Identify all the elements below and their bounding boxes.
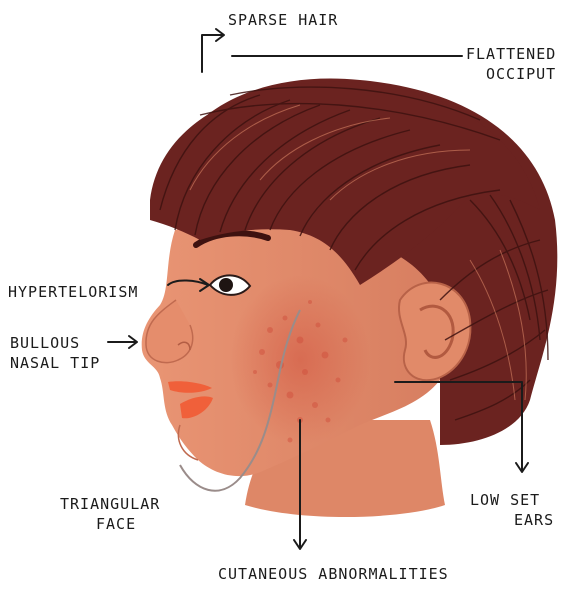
iris <box>219 278 233 292</box>
label-low-set-text: LOW SET <box>470 490 554 510</box>
label-low-set-ears: LOW SET EARS <box>470 490 554 530</box>
label-occiput-text: OCCIPUT <box>466 64 556 84</box>
label-bullous-text: BULLOUS <box>10 333 100 353</box>
label-cutaneous-text: CUTANEOUS ABNORMALITIES <box>218 564 449 584</box>
label-triangular-face: TRIANGULAR FACE <box>60 494 160 534</box>
label-triangular-text: TRIANGULAR <box>60 494 160 514</box>
label-sparse-hair: SPARSE HAIR <box>228 10 338 30</box>
label-cutaneous-abnormalities: CUTANEOUS ABNORMALITIES <box>218 564 449 584</box>
label-bullous-nasal-tip: BULLOUS NASAL TIP <box>10 333 100 373</box>
sparse-hair-pointer <box>202 35 222 72</box>
label-sparse-hair-text: SPARSE HAIR <box>228 10 338 30</box>
label-face-text: FACE <box>60 514 160 534</box>
label-hypertelorism: HYPERTELORISM <box>8 282 138 302</box>
label-nasal-tip-text: NASAL TIP <box>10 353 100 373</box>
label-ears-text: EARS <box>470 510 554 530</box>
label-hypertelorism-text: HYPERTELORISM <box>8 282 138 302</box>
label-flattened-text: FLATTENED <box>466 44 556 64</box>
label-flattened-occiput: FLATTENED OCCIPUT <box>466 44 556 84</box>
